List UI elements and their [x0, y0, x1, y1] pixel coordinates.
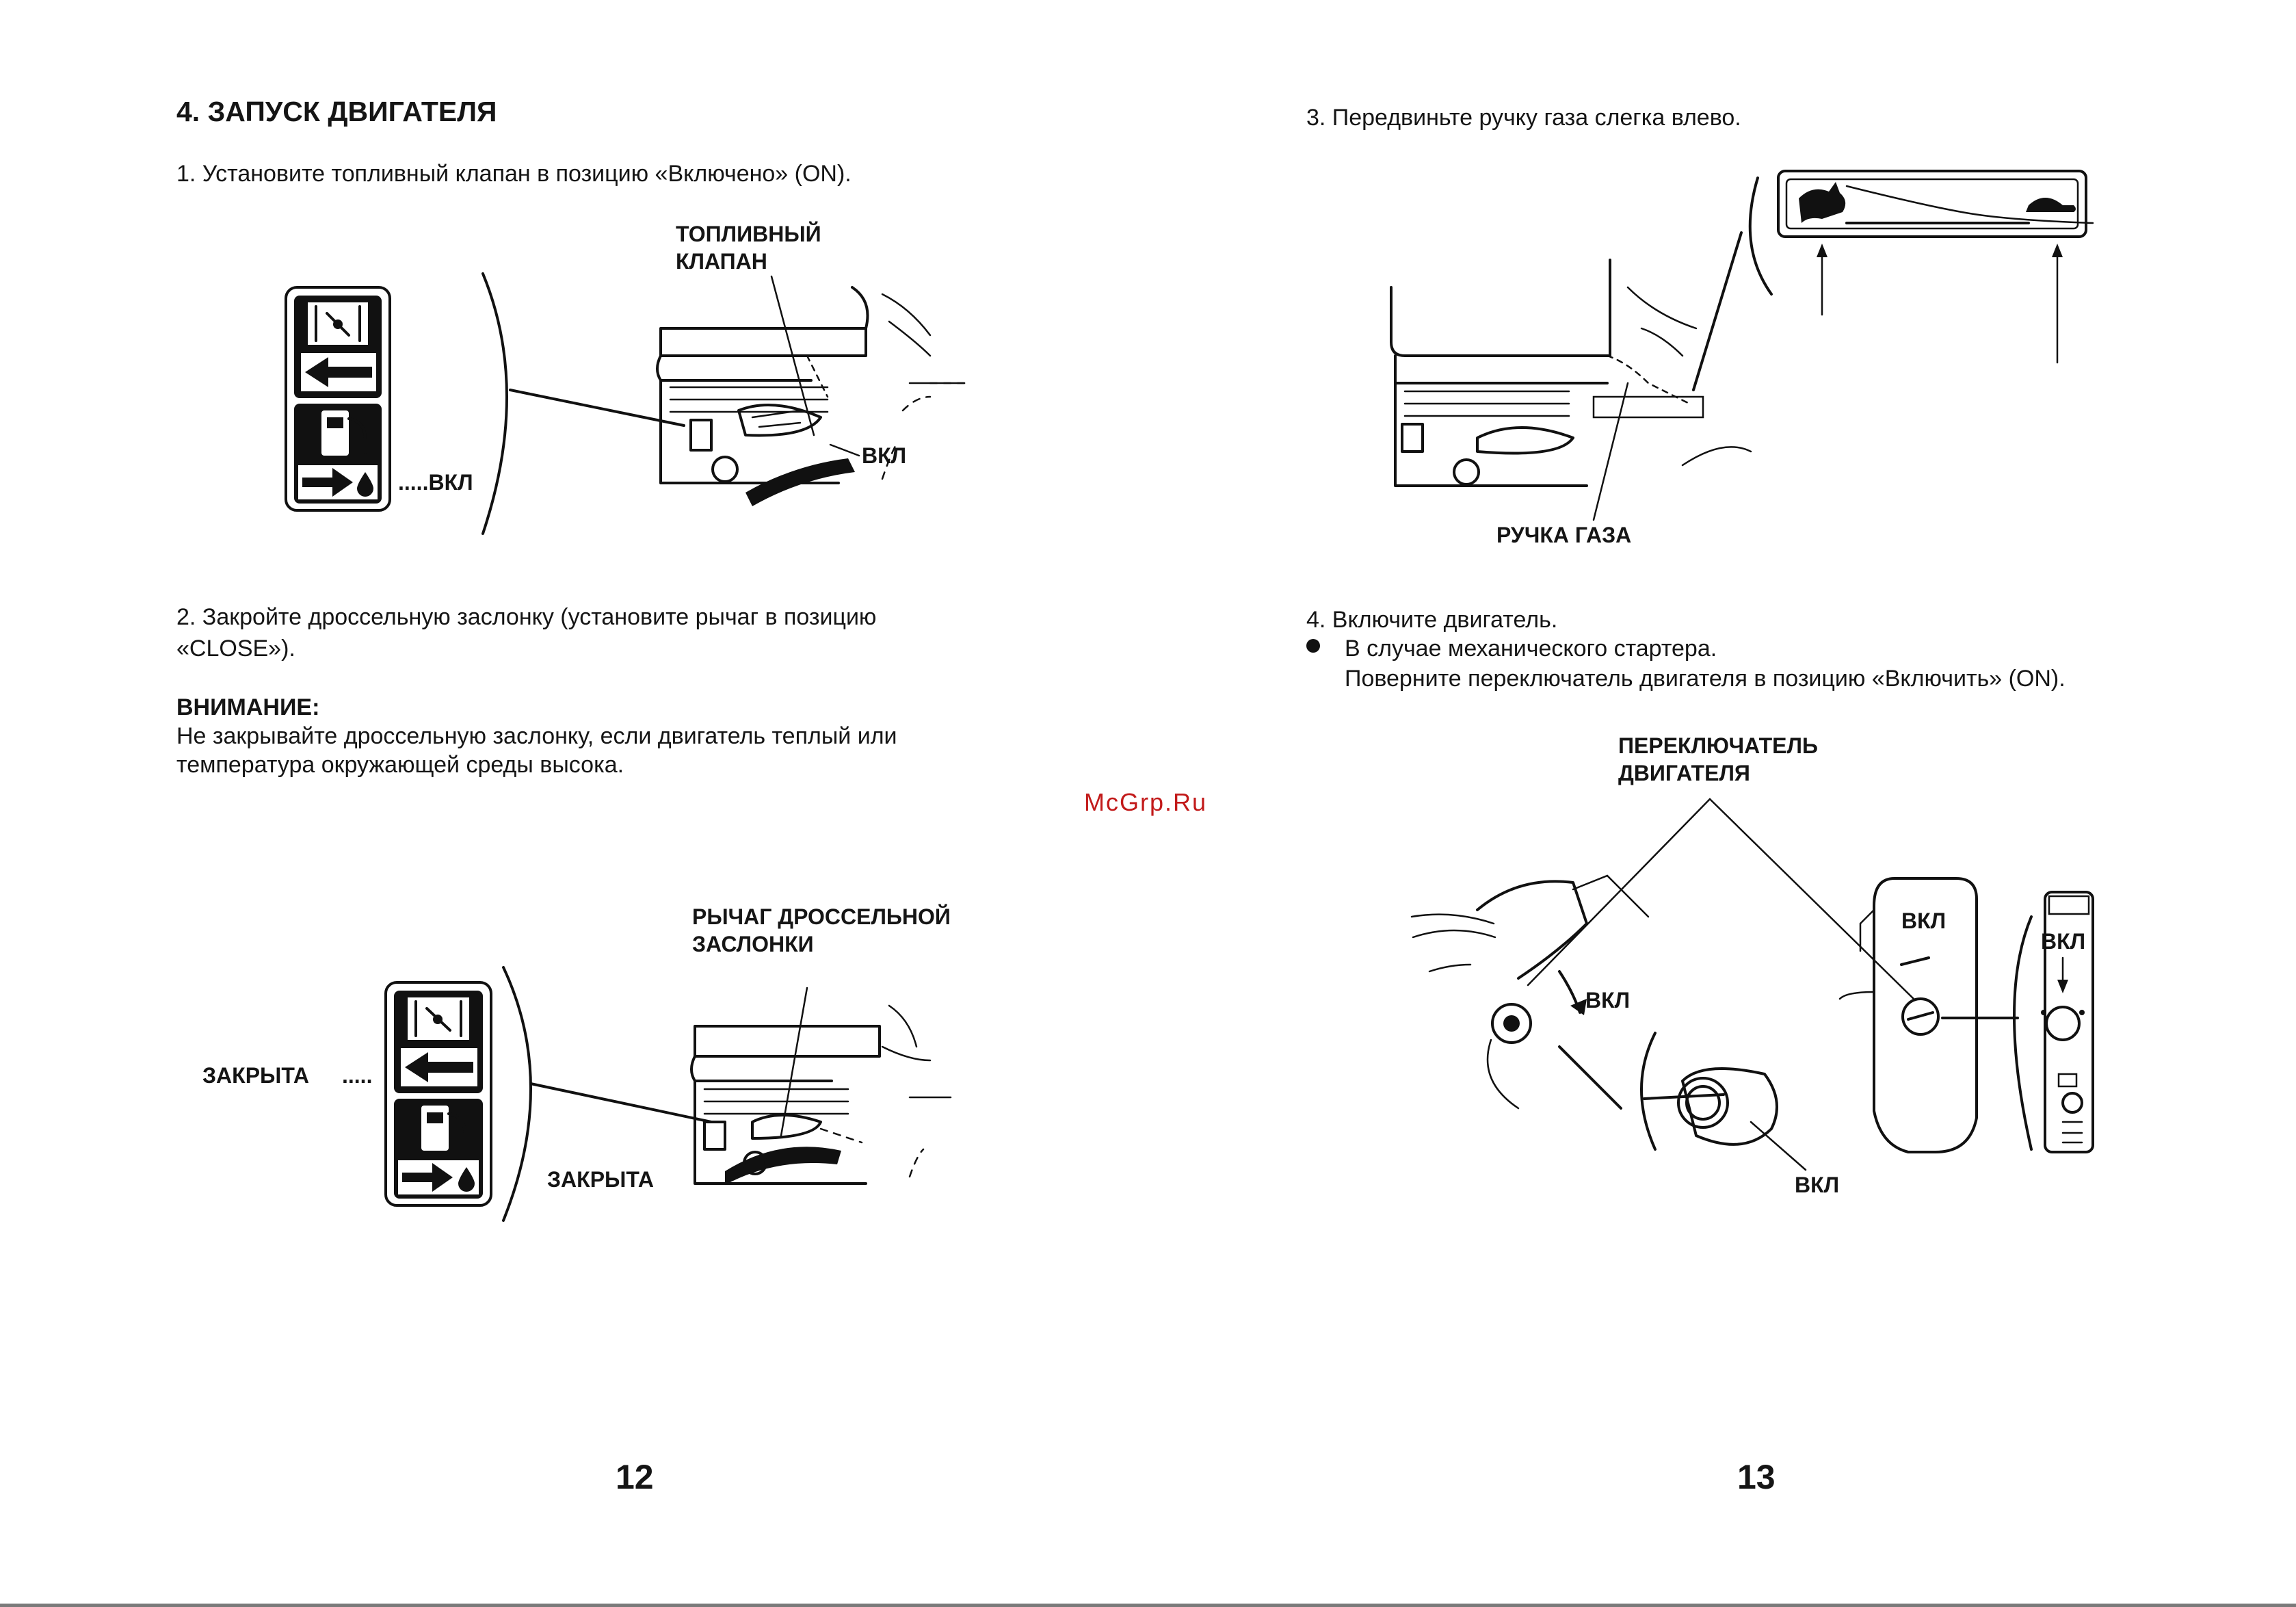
throttle-lever-label: РУЧКА ГАЗА — [1496, 523, 1632, 547]
arrow-right-drop-icon — [298, 465, 378, 499]
step-3-text: 3. Передвиньте ручку газа слегка влево. — [1306, 105, 1741, 131]
choke-lever-label-line2: ЗАСЛОНКИ — [692, 932, 814, 956]
choke-closed-bottom-label: ЗАКРЫТА — [547, 1167, 654, 1192]
section-heading: 4. ЗАПУСК ДВИГАТЕЛЯ — [176, 96, 497, 127]
switch-on-label-2: ВКЛ — [1901, 909, 1947, 933]
choke-closed-left-dots: ..... — [342, 1063, 373, 1088]
bottom-edge-line — [0, 1604, 2296, 1607]
rabbit-icon — [1799, 182, 1846, 223]
bullet-line2: Поверните переключатель двигателя в пози… — [1345, 666, 2066, 692]
fuel-valve-label-line1: ТОПЛИВНЫЙ — [676, 222, 821, 246]
fuel-valve-on-label: ВКЛ — [862, 443, 907, 468]
step-2-line1: 2. Закройте дроссельную заслонку (устано… — [176, 604, 877, 630]
bullet-dot — [1306, 639, 1320, 653]
engine-switch-label-line1: ПЕРЕКЛЮЧАТЕЛЬ — [1618, 733, 1818, 758]
switch-on-label-4: ВКЛ — [1795, 1173, 1840, 1197]
step-1-text: 1. Установите топливный клапан в позицию… — [176, 161, 852, 187]
page-number-left: 12 — [616, 1458, 654, 1496]
warning-line2: температура окружающей среды высока. — [176, 752, 624, 778]
choke-closed-left-label: ЗАКРЫТА — [202, 1063, 309, 1088]
step-4-text: 4. Включите двигатель. — [1306, 607, 1558, 633]
switch-on-label-3: ВКЛ — [2041, 929, 2086, 954]
fuel-panel-on-label: .....ВКЛ — [398, 470, 473, 495]
fuel-panel — [285, 286, 391, 512]
bullet-line1: В случае механического стартера. — [1345, 636, 1717, 662]
warning-title: ВНИМАНИЕ: — [176, 694, 320, 720]
switch-on-label-1: ВКЛ — [1585, 988, 1631, 1012]
choke-lever-label-line1: РЫЧАГ ДРОССЕЛЬНОЙ — [692, 904, 951, 929]
watermark: McGrp.Ru — [1084, 788, 1208, 816]
step-2-line2: «CLOSE»). — [176, 636, 295, 662]
page-number-right: 13 — [1737, 1458, 1776, 1496]
choke-panel — [384, 981, 492, 1207]
warning-line1: Не закрывайте дроссельную заслонку, если… — [176, 723, 897, 749]
turtle-icon — [2026, 198, 2076, 212]
engine-switch-label-line2: ДВИГАТЕЛЯ — [1618, 761, 1750, 785]
arrow-left-icon — [301, 353, 376, 391]
choke-icon — [308, 302, 368, 345]
fuel-pump-icon — [321, 410, 367, 456]
fuel-valve-label-line2: КЛАПАН — [676, 249, 767, 274]
